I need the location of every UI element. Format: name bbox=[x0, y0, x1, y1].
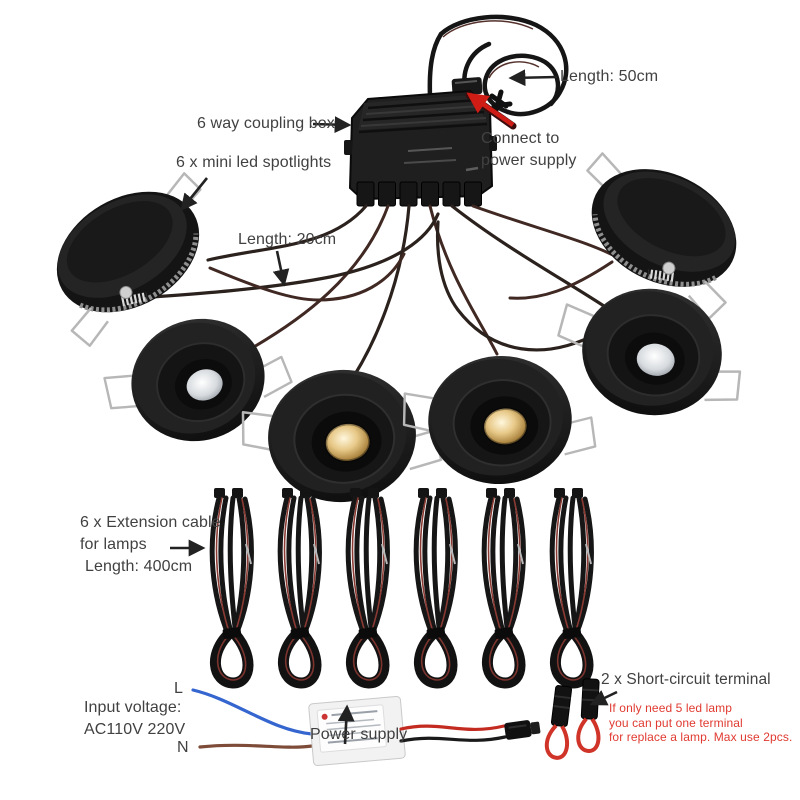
coupling-box-ports bbox=[356, 181, 482, 207]
extension-cable-6 bbox=[552, 488, 591, 683]
label-input-voltage-line1: Input voltage: bbox=[84, 699, 182, 716]
short-circuit-terminal-2 bbox=[578, 679, 602, 752]
label-extension-line1: 6 x Extension cable bbox=[80, 514, 221, 531]
label-coupling-box: 6 way coupling box bbox=[197, 115, 335, 132]
extension-cable-2 bbox=[280, 488, 319, 683]
label-terminal-note-line2: you can put one terminal bbox=[609, 715, 743, 730]
label-terminal-note-line3: for replace a lamp. Max use 2pcs. bbox=[609, 730, 793, 744]
label-extension-cable: 6 x Extension cable for lamps Length: 40… bbox=[80, 512, 221, 578]
arrow-power-supply bbox=[337, 704, 355, 745]
label-terminal-note: If only need 5 led lamp you can put one … bbox=[609, 701, 792, 745]
power-supply-unit bbox=[308, 695, 406, 767]
mains-wires bbox=[191, 688, 314, 749]
red-arrow-connect bbox=[465, 91, 517, 130]
label-extension-line2: for lamps bbox=[80, 536, 147, 553]
power-supply-output-cable bbox=[399, 720, 541, 743]
arrow-length-20cm bbox=[272, 250, 290, 287]
annotation-arrows bbox=[170, 69, 618, 745]
spotlight-wires bbox=[106, 204, 624, 378]
label-cable-length-50: Length: 50cm bbox=[560, 68, 659, 85]
label-input-voltage-line2: AC110V 220V bbox=[84, 721, 186, 738]
coupling-box bbox=[344, 89, 497, 207]
spotlight-5 bbox=[548, 273, 754, 430]
extension-cable-5 bbox=[484, 488, 523, 683]
label-spotlights: 6 x mini led spotlights bbox=[176, 154, 332, 171]
label-terminals: 2 x Short-circuit terminal bbox=[601, 671, 771, 688]
arrow-spotlights bbox=[180, 177, 209, 211]
label-input-voltage: Input voltage: AC110V 220V bbox=[84, 697, 185, 741]
arrow-terminal bbox=[589, 690, 618, 706]
label-cable-length-20: Length: 20cm bbox=[238, 231, 337, 248]
label-wire-l: L bbox=[174, 680, 183, 697]
output-connector bbox=[504, 720, 541, 740]
label-power-supply: Power supply bbox=[310, 726, 408, 743]
neutral-wire bbox=[198, 743, 314, 749]
label-wire-n: N bbox=[177, 739, 189, 756]
live-wire bbox=[191, 688, 314, 736]
short-circuit-terminal-1 bbox=[543, 682, 577, 761]
label-terminal-note-line1: If only need 5 led lamp bbox=[609, 701, 733, 715]
label-connect-power-line1: Connect to bbox=[481, 130, 560, 147]
extension-cable-4 bbox=[416, 488, 455, 683]
label-extension-line3: Length: 400cm bbox=[85, 558, 193, 575]
arrow-length-50cm bbox=[508, 69, 558, 87]
arrow-coupling-box bbox=[312, 116, 352, 134]
label-connect-power-line2: power supply bbox=[481, 152, 577, 169]
extension-cables bbox=[212, 488, 591, 683]
label-connect-power: Connect to power supply bbox=[481, 128, 576, 172]
spotlight-4 bbox=[400, 350, 598, 491]
spotlight-3 bbox=[237, 360, 445, 512]
extension-cable-3 bbox=[348, 488, 387, 683]
